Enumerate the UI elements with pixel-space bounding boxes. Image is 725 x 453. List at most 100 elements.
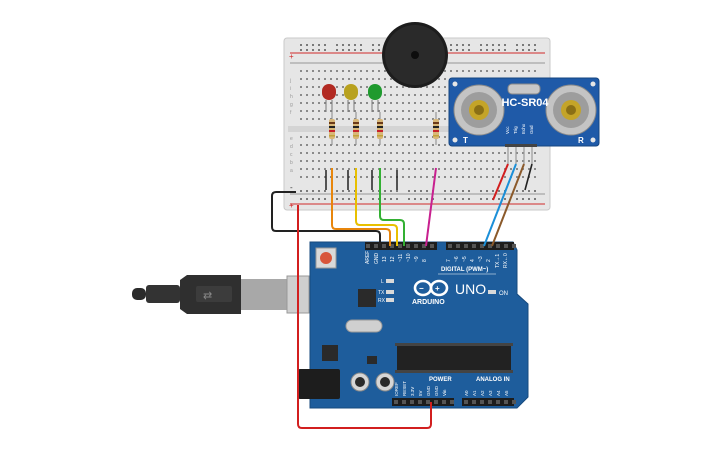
hole bbox=[444, 86, 446, 88]
hole bbox=[474, 168, 476, 170]
hole bbox=[402, 86, 404, 88]
hole bbox=[324, 198, 326, 200]
hole bbox=[306, 49, 308, 51]
led-green bbox=[368, 84, 382, 112]
hole bbox=[300, 198, 302, 200]
hole bbox=[378, 102, 380, 104]
hole bbox=[414, 190, 416, 192]
hole bbox=[456, 70, 458, 72]
hole bbox=[384, 144, 386, 146]
hole bbox=[318, 160, 320, 162]
hole bbox=[306, 78, 308, 80]
pin-label-gnd-2: GND bbox=[434, 385, 439, 396]
hole bbox=[534, 70, 536, 72]
hole bbox=[396, 144, 398, 146]
hole bbox=[438, 86, 440, 88]
hole bbox=[354, 78, 356, 80]
hole bbox=[330, 144, 332, 146]
hole bbox=[492, 176, 494, 178]
hole bbox=[414, 136, 416, 138]
hole bbox=[408, 94, 410, 96]
hole bbox=[396, 94, 398, 96]
hole bbox=[372, 70, 374, 72]
hole bbox=[354, 44, 356, 46]
hole bbox=[324, 70, 326, 72]
hole bbox=[306, 44, 308, 46]
hole bbox=[324, 144, 326, 146]
hole bbox=[444, 110, 446, 112]
hole bbox=[468, 168, 470, 170]
led-red bbox=[322, 84, 336, 112]
pin-label-a3: A3 bbox=[488, 390, 493, 396]
hole bbox=[420, 118, 422, 120]
hole bbox=[462, 44, 464, 46]
pin-label-4: 4 bbox=[470, 259, 476, 262]
wire-green-led bbox=[379, 168, 405, 246]
hole bbox=[438, 78, 440, 80]
hole bbox=[342, 144, 344, 146]
hole bbox=[342, 136, 344, 138]
hole bbox=[450, 152, 452, 154]
hole bbox=[300, 152, 302, 154]
hole bbox=[354, 49, 356, 51]
hole bbox=[498, 49, 500, 51]
hole bbox=[330, 70, 332, 72]
hole bbox=[486, 49, 488, 51]
hole bbox=[498, 70, 500, 72]
hole bbox=[534, 176, 536, 178]
hole bbox=[300, 118, 302, 120]
hole bbox=[336, 168, 338, 170]
hole bbox=[414, 176, 416, 178]
hole bbox=[402, 94, 404, 96]
hole bbox=[498, 44, 500, 46]
hole bbox=[396, 190, 398, 192]
hole bbox=[444, 102, 446, 104]
hole bbox=[360, 190, 362, 192]
hole bbox=[498, 190, 500, 192]
hole bbox=[456, 190, 458, 192]
hole bbox=[330, 110, 332, 112]
led-yellow bbox=[344, 84, 358, 112]
hole bbox=[382, 244, 386, 248]
hole bbox=[384, 152, 386, 154]
hole bbox=[378, 152, 380, 154]
hole bbox=[396, 198, 398, 200]
hole bbox=[450, 168, 452, 170]
hole bbox=[422, 244, 426, 248]
hole bbox=[384, 176, 386, 178]
hole bbox=[528, 70, 530, 72]
hole bbox=[312, 70, 314, 72]
hole bbox=[348, 160, 350, 162]
hole bbox=[420, 144, 422, 146]
hole bbox=[448, 244, 452, 248]
hole bbox=[420, 94, 422, 96]
digital-pwm-label: DIGITAL (PWM~) bbox=[441, 267, 488, 273]
pin-label-vin: Vin bbox=[442, 389, 447, 396]
hole bbox=[348, 176, 350, 178]
hole bbox=[432, 110, 434, 112]
wire-red-led-orange bbox=[331, 168, 391, 246]
hole bbox=[360, 136, 362, 138]
hole bbox=[306, 144, 308, 146]
hole bbox=[342, 152, 344, 154]
crystal bbox=[507, 83, 541, 95]
hole bbox=[306, 168, 308, 170]
pin-label-gnd-1: GND bbox=[426, 385, 431, 396]
hole bbox=[366, 110, 368, 112]
rx-led-label: RX bbox=[378, 298, 386, 304]
hole bbox=[504, 160, 506, 162]
hole bbox=[330, 152, 332, 154]
hole bbox=[492, 152, 494, 154]
hole bbox=[534, 152, 536, 154]
hole bbox=[318, 110, 320, 112]
hole bbox=[456, 244, 460, 248]
hole bbox=[402, 168, 404, 170]
hole bbox=[426, 168, 428, 170]
breadboard-ground-jumpers bbox=[325, 170, 398, 190]
hole bbox=[366, 94, 368, 96]
usb-chip bbox=[358, 289, 376, 307]
hole bbox=[384, 78, 386, 80]
hole bbox=[474, 70, 476, 72]
hole bbox=[496, 400, 500, 404]
hole bbox=[312, 94, 314, 96]
